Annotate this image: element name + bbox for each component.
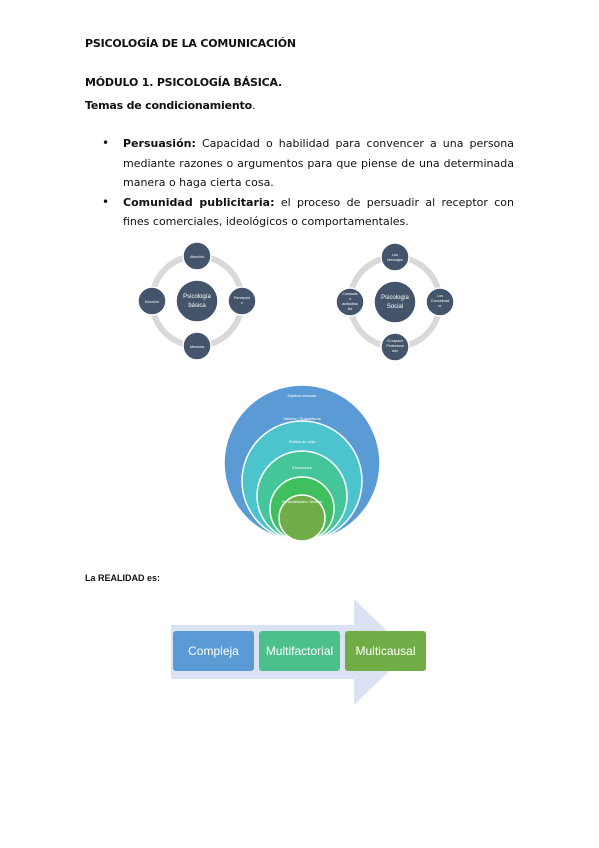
node-label: ción [392,349,399,353]
reality-label: La REALIDAD es: [85,573,161,583]
node-label: s [349,297,351,301]
cycle-node-right: Percepció n [227,286,257,316]
cycle-center-label: Psicología [381,295,409,301]
node-label: Comunicad [431,299,449,303]
nested-label: Sujetos receptor [287,393,317,398]
bullet-dot-icon: • [102,136,110,150]
node-label: Percepció [234,296,250,300]
bullet-dot-icon: • [102,194,110,209]
cycle-center-label: Psicología [183,294,211,300]
node-label: n [241,301,243,305]
node-label: Los [437,294,443,298]
node-label: El capacit [387,339,403,343]
step-compleja: Compleja [173,631,254,671]
bullet-text: el proceso de persuadir al receptor con … [123,195,514,229]
bullet-list: • Persuasión: Capacidad o habilidad para … [102,134,514,232]
node-label: Memoria [190,345,204,349]
cycle-center: Psicología Social [373,280,417,324]
cycle-node-bottom: El capacit Profesiona ción [380,332,410,362]
nested-circles-diagram: Sujetos receptor Valores / Subsistema Es… [223,385,381,542]
topics-heading-text: Temas de condicionamiento [85,99,252,112]
node-label: Emoción [145,300,159,304]
bullet-text: Capacidad o habilidad para convencer a u… [123,137,514,189]
cycle-node-left: Conducta s actitudina les [335,287,365,317]
node-label: Conducta [342,292,357,296]
cycle-node-top: Atención [182,241,212,271]
step-multicausal: Multicausal [345,631,426,671]
cycle-node-right: Los Comunicad or [425,287,455,317]
bullet-item-comunidad: • Comunidad publicitaria: el proceso de p… [102,193,514,232]
node-label: Mensajes [387,258,403,262]
bullet-term: Comunidad publicitaria: [123,195,275,209]
nested-label: Valores / Subsistema [283,416,321,421]
module-heading: MÓDULO 1. PSICOLOGÍA BÁSICA. [85,76,283,89]
bullet-term: Persuasión: [123,137,196,150]
cycle-diagram-basic: Psicología básica Atención Percepció n M… [137,241,257,361]
cycle-diagram-social: Psicología Social Los Mensajes Los Comun… [335,242,455,362]
node-label: actitudina [342,302,357,306]
node-label: Atención [190,255,204,259]
topics-heading-period: . [251,99,256,112]
cycle-node-top: Los Mensajes [380,242,410,272]
cycle-center-label: Social [387,304,403,310]
node-label: Profesiona [386,344,403,348]
step-multifactorial: Multifactorial [259,631,340,671]
cycle-node-left: Emoción [137,286,167,316]
node-label: Los [392,253,398,257]
bullet-item-persuasion: • Persuasión: Capacidad o habilidad para … [102,134,514,193]
cycle-center: Psicología básica [175,279,219,323]
cycle-center-label: básica [188,303,206,309]
nested-circle-5 [278,494,326,542]
node-label: les [348,307,353,311]
topics-heading: Temas de condicionamiento. [85,99,255,112]
nested-label: Emociones [292,465,312,470]
nested-label: Personalidades / Deseos [282,500,322,504]
node-label: or [438,304,442,308]
cycle-node-bottom: Memoria [182,331,212,361]
document-title: PSICOLOGÍA DE LA COMUNICACIÓN [85,37,296,50]
nested-label: Estilos de vida [289,439,316,444]
